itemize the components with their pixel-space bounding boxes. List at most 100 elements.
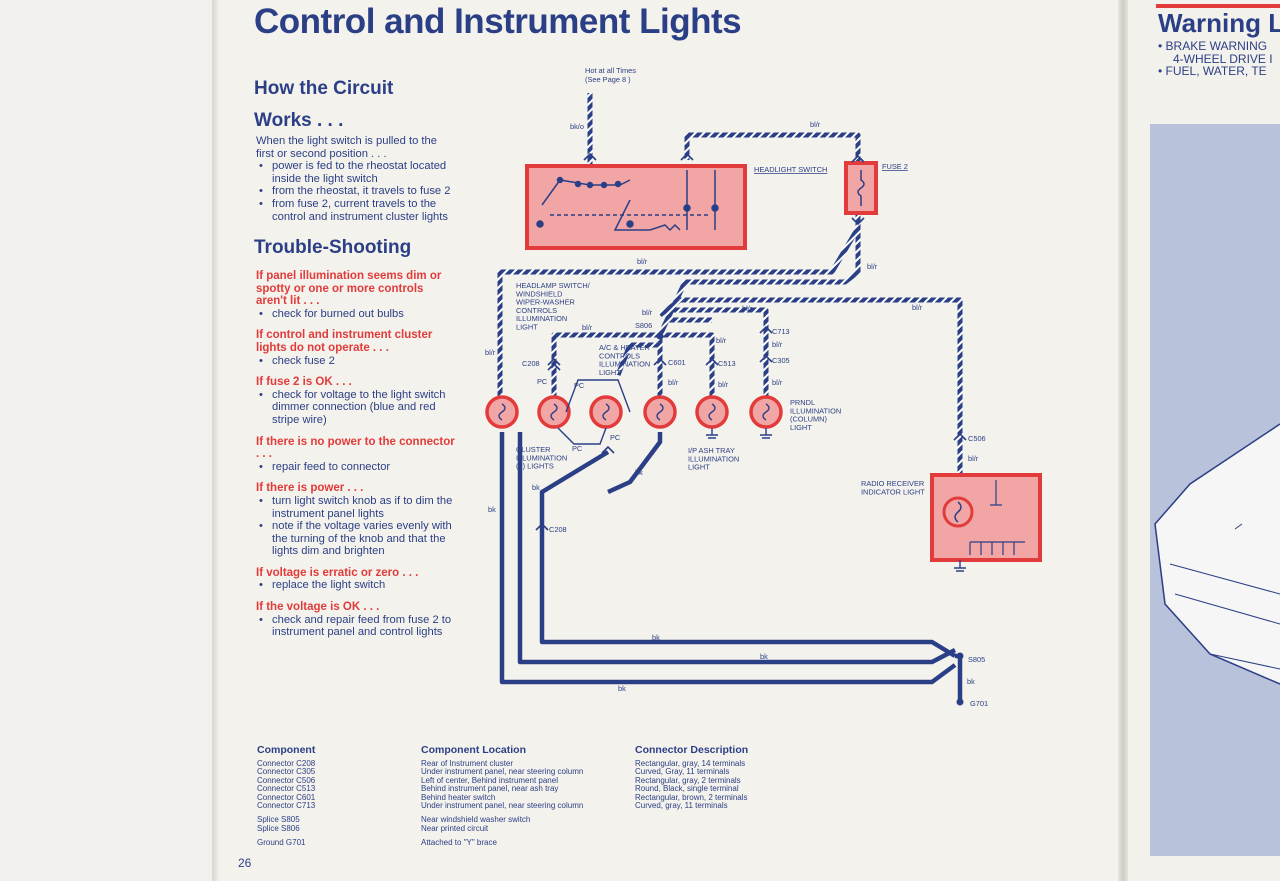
page-number: 26 (238, 856, 252, 870)
connector-label: C601 (668, 358, 686, 367)
how-heading-2: Works . . . (254, 110, 344, 131)
trouble-action: check for voltage to the light switch di… (259, 389, 456, 427)
warning-item: 4-WHEEL DRIVE I (1173, 51, 1273, 66)
ac-heater-label: A/C & HEATER CONTROLS ILLUMINATION LIGHT (599, 343, 652, 377)
trouble-condition: If voltage is erratic or zero . . . (256, 566, 419, 579)
table-col-location: Rear of Instrument cluster Under instrum… (421, 759, 626, 848)
trouble-action: check and repair feed from fuse 2 to ins… (259, 614, 456, 639)
cluster-label: CLUSTER ILLUMINATION (2) LIGHTS (516, 445, 569, 471)
table-cell: Splice S805 (257, 815, 300, 825)
connector-label: C513 (718, 359, 736, 368)
table-header-location: Component Location (421, 744, 526, 756)
table-cell: Connector C713 (257, 801, 316, 811)
connector-label: S805 (968, 655, 985, 664)
wiring-diagram: Hot at all Times (See Page 8 ) bk/o bl/r… (485, 66, 1042, 708)
splices (656, 332, 964, 706)
wire-bk (607, 432, 663, 495)
table-cell: Rectangular, brown, 2 terminals (635, 792, 748, 802)
wire-blr (615, 335, 663, 376)
trouble-section: If panel illumination seems dim or spott… (256, 270, 456, 320)
trouble-section: If control and instrument cluster lights… (256, 329, 456, 367)
trouble-heading: Trouble-Shooting (254, 237, 412, 258)
prndl-label: PRNDL ILLUMINATION (COLUMN) LIGHT (790, 398, 843, 432)
manual-page (218, 0, 1118, 881)
hot-label: (See Page 8 ) (585, 75, 631, 84)
table-cell: Attached to "Y" brace (421, 838, 497, 848)
trouble-condition: If control and instrument cluster lights… (256, 329, 433, 354)
connector-label: C208 (549, 525, 567, 534)
table-cell: Rear of Instrument cluster (421, 759, 514, 768)
table-cell: Connector C506 (257, 775, 316, 785)
table-cell: Rectangular, gray, 2 terminals (635, 775, 741, 785)
trouble-action: note if the voltage varies evenly with t… (259, 520, 456, 558)
trouble-action: turn light switch knob as if to dim the … (259, 495, 456, 520)
wire-label: bl/r (968, 454, 979, 463)
wire-label: bl/r (637, 257, 648, 266)
car-illustration (1154, 423, 1280, 685)
wire-label: bl/r (582, 323, 593, 332)
radio-receiver-label: RADIO RECEIVER INDICATOR LIGHT (861, 479, 926, 496)
wire-label: bl/r (867, 262, 878, 271)
page-title: Control and Instrument Lights (254, 2, 742, 41)
warning-item: • FUEL, WATER, TE (1158, 64, 1267, 78)
table-cell: Behind heater switch (421, 792, 496, 802)
trouble-action: check for burned out bulbs (259, 308, 456, 321)
wire-label: bk/o (570, 122, 584, 131)
table-header-component: Component (257, 744, 316, 756)
ip-ash-tray-label: I/P ASH TRAY ILLUMINATION LIGHT (688, 446, 741, 472)
radio-receiver-box (930, 473, 1042, 562)
connector-label: C208 (522, 359, 540, 368)
wire-blr (551, 332, 660, 400)
lamp-sockets (485, 379, 966, 572)
fuse-2-box (844, 161, 878, 215)
trouble-condition: If fuse 2 is OK . . . (256, 376, 352, 389)
table-cell: Under instrument panel, near steering co… (421, 767, 584, 777)
table-col-description: Rectangular, gray, 14 terminals Curved, … (635, 759, 795, 810)
page-gutter (212, 0, 218, 881)
wire-blr (660, 332, 715, 400)
table-cell: Connector C513 (257, 784, 316, 794)
table-cell: Connector C601 (257, 792, 316, 802)
headlight-switch-box (525, 164, 747, 250)
wire-label: bl/r (668, 378, 679, 387)
trouble-condition: If there is no power to the connector . … (256, 435, 455, 461)
table-cell: Near printed circuit (421, 823, 489, 833)
trouble-condition: If panel illumination seems dim or spott… (256, 270, 442, 308)
trouble-action: check fuse 2 (259, 355, 456, 368)
trouble-section: If fuse 2 is OK . . . check for voltage … (256, 376, 456, 426)
wire-blr (670, 307, 769, 400)
trouble-action: repair feed to connector (259, 461, 456, 474)
wire-blr (680, 297, 963, 475)
table-cell: Near windshield washer switch (421, 815, 531, 825)
wire-label: bl/r (810, 120, 821, 129)
connector-label: G701 (970, 699, 988, 708)
warning-list: • BRAKE WARNING 4-WHEEL DRIVE I • FUEL, … (1158, 40, 1273, 78)
warning-title: Warning L (1158, 8, 1280, 38)
connector-symbols (535, 152, 967, 531)
wire-label: bl/r (718, 380, 729, 389)
left-margin (0, 0, 212, 881)
how-intro: When the light switch is pulled to the f… (256, 135, 437, 160)
wire-label: PC (537, 377, 548, 386)
how-bullet: from the rheostat, it travels to fuse 2 (259, 185, 456, 198)
table-cell: Ground G701 (257, 838, 306, 848)
wire-label: bk (652, 633, 660, 642)
table-col-component: Connector C208 Connector C305 Connector … (257, 759, 417, 848)
connector-label: C305 (772, 356, 790, 365)
wire-label: bk (532, 483, 540, 492)
table-cell: Connector C208 (257, 759, 316, 768)
wire-label: bl/r (642, 308, 653, 317)
table-cell: Behind instrument panel, near ash tray (421, 784, 559, 794)
trouble-section: If voltage is erratic or zero . . . repl… (256, 567, 456, 592)
wire-blr (684, 132, 861, 162)
connector-label: S806 (635, 321, 652, 330)
trouble-list: If panel illumination seems dim or spott… (256, 270, 456, 639)
table-cell: Under instrument panel, near steering co… (421, 801, 584, 811)
wire-bk (955, 653, 963, 700)
table-cell: Curved, Gray, 11 terminals (635, 767, 730, 777)
table-cell: Rectangular, gray, 14 terminals (635, 759, 746, 768)
wire-label: bl/r (485, 348, 496, 357)
wire-label: bk (635, 468, 643, 477)
headlight-switch-label: HEADLIGHT SWITCH (754, 165, 827, 174)
wire-label: bk (760, 652, 768, 661)
